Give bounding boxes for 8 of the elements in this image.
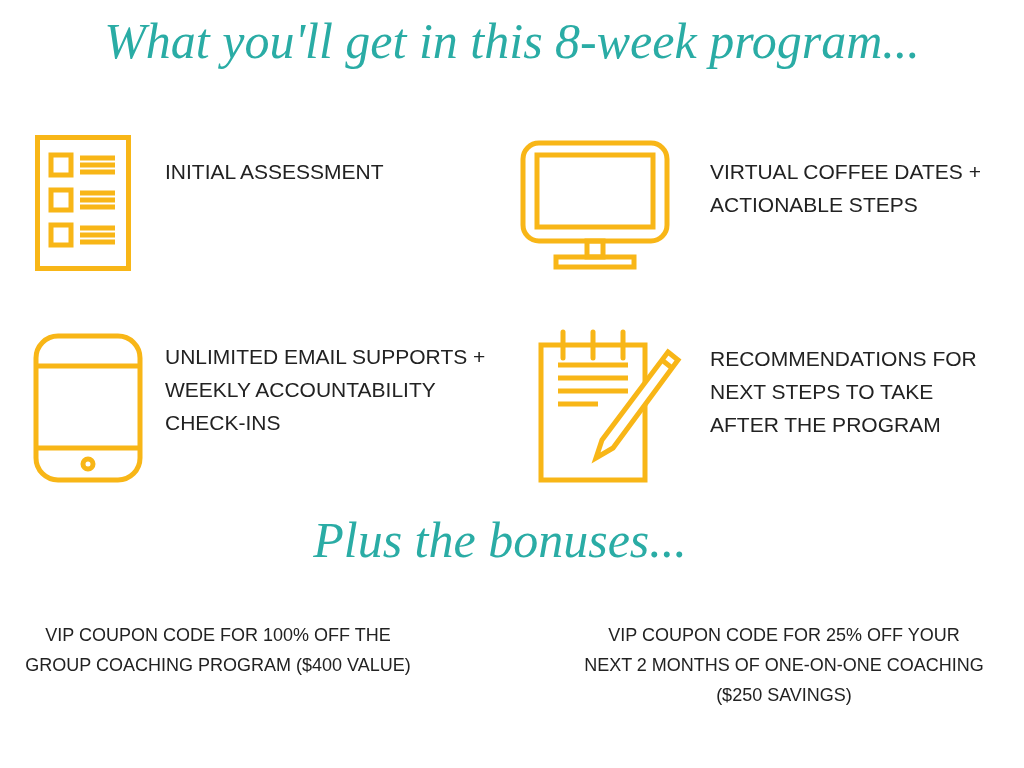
feature-text: UNLIMITED EMAIL SUPPORTS + WEEKLY ACCOUNTABILITY CHECK-INS (165, 344, 487, 436)
bonus-text: VIP COUPON CODE FOR 25% OFF YOUR NEXT 2 MONTHS OF ONE-ON-ONE COACHING ($250 SAVINGS) (584, 624, 984, 707)
bonus-text: VIP COUPON CODE FOR 100% OFF THE GROUP COACHING PROGRAM ($400 VALUE) (24, 624, 412, 677)
feature-text: VIRTUAL COFFEE DATES + ACTIONABLE STEPS (710, 159, 982, 218)
feature-text: RECOMMENDATIONS FOR NEXT STEPS TO TAKE AFTER THE PROGRAM (710, 346, 978, 438)
section-heading: Plus the bonuses... (312, 511, 688, 570)
title-heading: What you'll get in this 8-week program... (103, 12, 921, 70)
feature-text: INITIAL ASSESSMENT (165, 159, 385, 185)
